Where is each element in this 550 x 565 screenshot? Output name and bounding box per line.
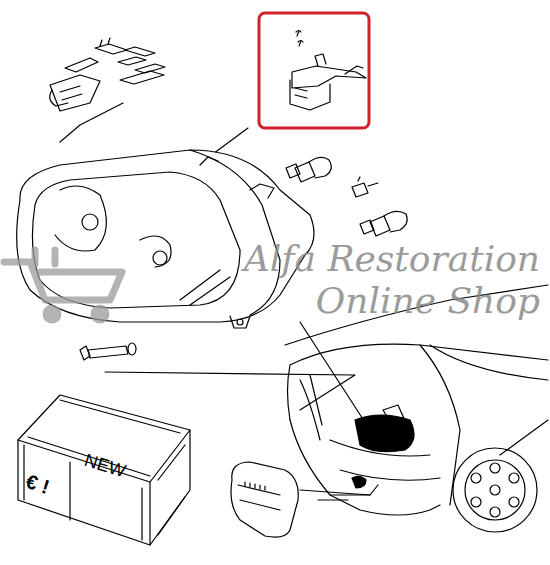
bolt <box>80 343 136 360</box>
wheel-holes <box>471 463 519 517</box>
connector-parts <box>50 38 165 111</box>
crate <box>18 395 190 545</box>
cart-logo <box>4 250 122 320</box>
crate-marking: € ! <box>23 470 52 499</box>
watermark: Alfa Restoration Online Shop <box>140 238 540 322</box>
bracket-part <box>290 31 366 111</box>
highlight-frame <box>259 13 369 128</box>
bulbs <box>286 157 407 236</box>
fog-lamp <box>231 462 298 537</box>
car-front <box>285 285 548 532</box>
leader-line <box>60 103 123 142</box>
